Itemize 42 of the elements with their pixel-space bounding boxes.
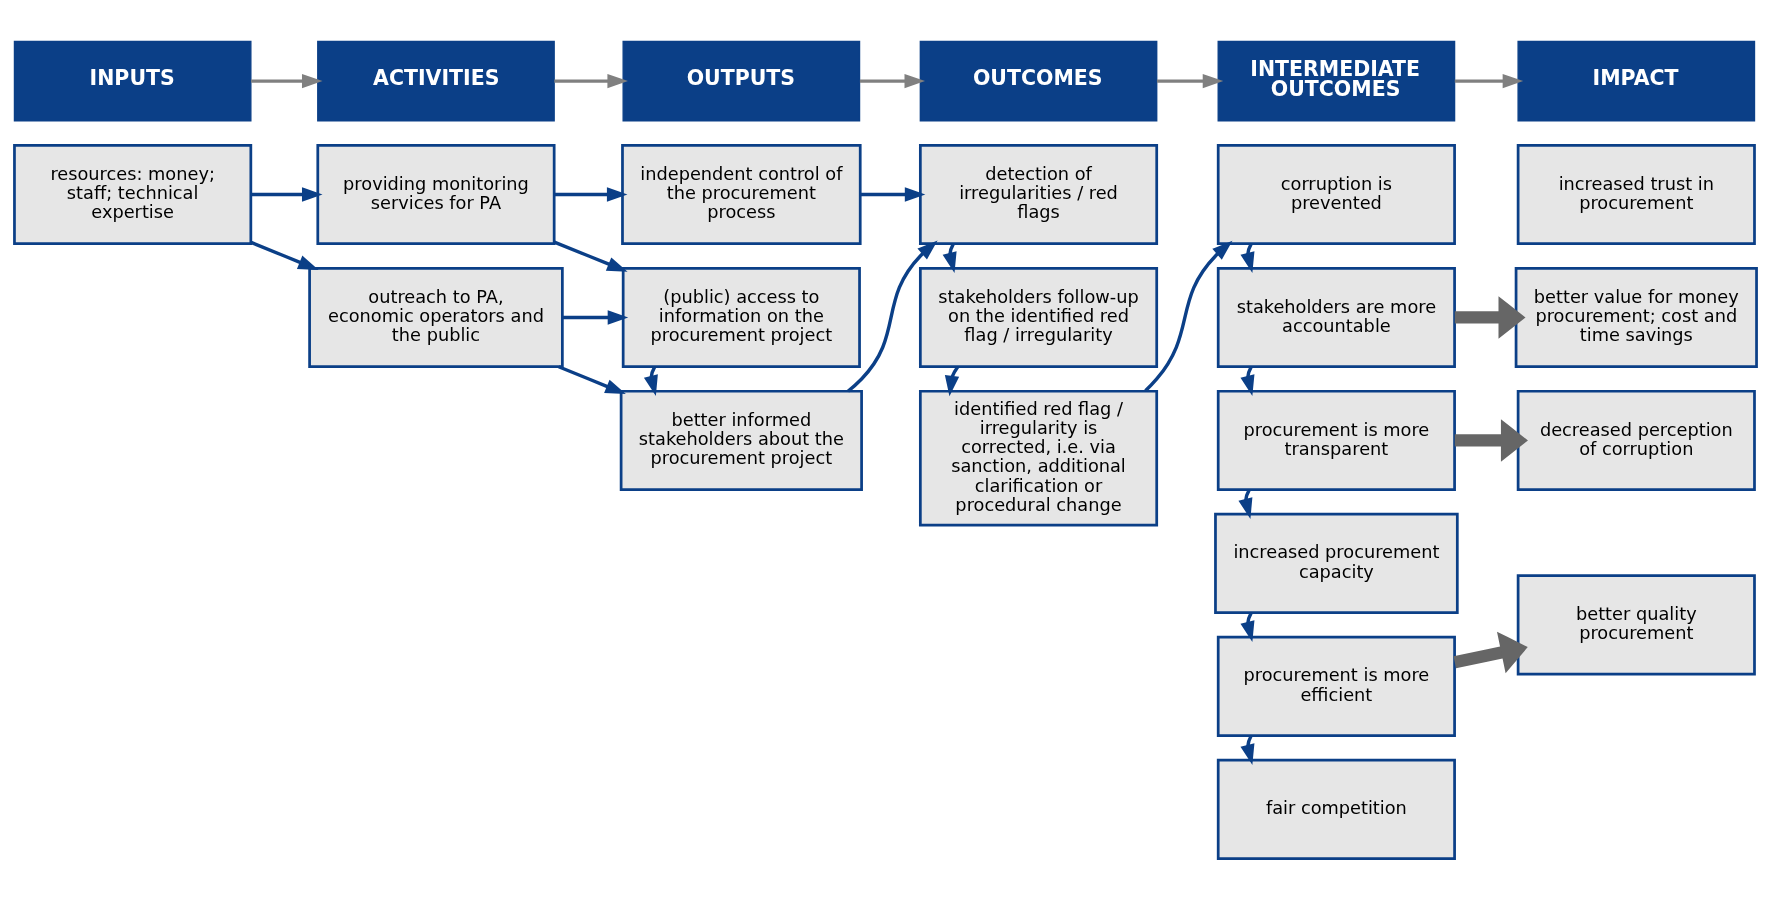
arrow: [859, 73, 926, 88]
node-box: identified red flag / irregularity is corrected, i.e. via sanction, additional clarification or procedural change: [918, 389, 1159, 526]
arrow: [251, 73, 323, 88]
node-box: outreach to PA, economic operators and the public: [308, 266, 564, 368]
arrow: [251, 186, 323, 202]
arrow: [1454, 295, 1526, 339]
arrow: [1454, 418, 1528, 462]
node-box: OUTPUTS: [622, 40, 861, 121]
arrow: [554, 186, 628, 202]
node-box: ACTIVITIES: [317, 40, 555, 121]
node-box: decreased perception of corruption: [1516, 389, 1756, 491]
node-box: fair competition: [1216, 758, 1456, 860]
node-box: increased procurement capacity: [1214, 512, 1459, 614]
node-box: providing monitoring services for PA: [316, 143, 556, 245]
node-box: (public) access to information on the procurement project: [621, 266, 861, 368]
arrow: [554, 73, 628, 88]
node-box: stakeholders follow-up on the identified red flag / irregularity: [918, 266, 1159, 368]
node-box: better informed stakeholders about the procurement project: [619, 389, 863, 491]
arrow: [860, 186, 926, 202]
arrow: [558, 364, 626, 394]
node-box: increased trust in procurement: [1516, 143, 1756, 245]
node-box: detection of irregularities / red flags: [918, 143, 1159, 245]
node-box: INPUTS: [13, 40, 252, 121]
node-box: resources: money; staff; technical expertise: [13, 143, 253, 245]
arrow: [1454, 73, 1524, 88]
arrow: [562, 309, 629, 325]
arrow: [250, 240, 319, 270]
node-box: stakeholders are more accountable: [1216, 266, 1456, 368]
arrow: [1156, 73, 1224, 88]
node-box: procurement is more transparent: [1216, 389, 1456, 491]
node-box: better quality procurement: [1516, 573, 1756, 675]
arrow: [1453, 631, 1528, 673]
node-box: independent control of the procurement process: [621, 143, 862, 245]
arrow: [1144, 240, 1233, 392]
node-box: better value for money procurement; cost and time savings: [1514, 266, 1758, 368]
node-box: procurement is more efficient: [1216, 635, 1456, 737]
arrow: [846, 239, 938, 393]
arrow: [553, 239, 628, 272]
node-box: IMPACT: [1517, 40, 1756, 121]
node-box: INTERMEDIATE OUTCOMES: [1217, 40, 1456, 121]
node-box: corruption is prevented: [1216, 143, 1456, 245]
node-box: OUTCOMES: [919, 40, 1158, 121]
